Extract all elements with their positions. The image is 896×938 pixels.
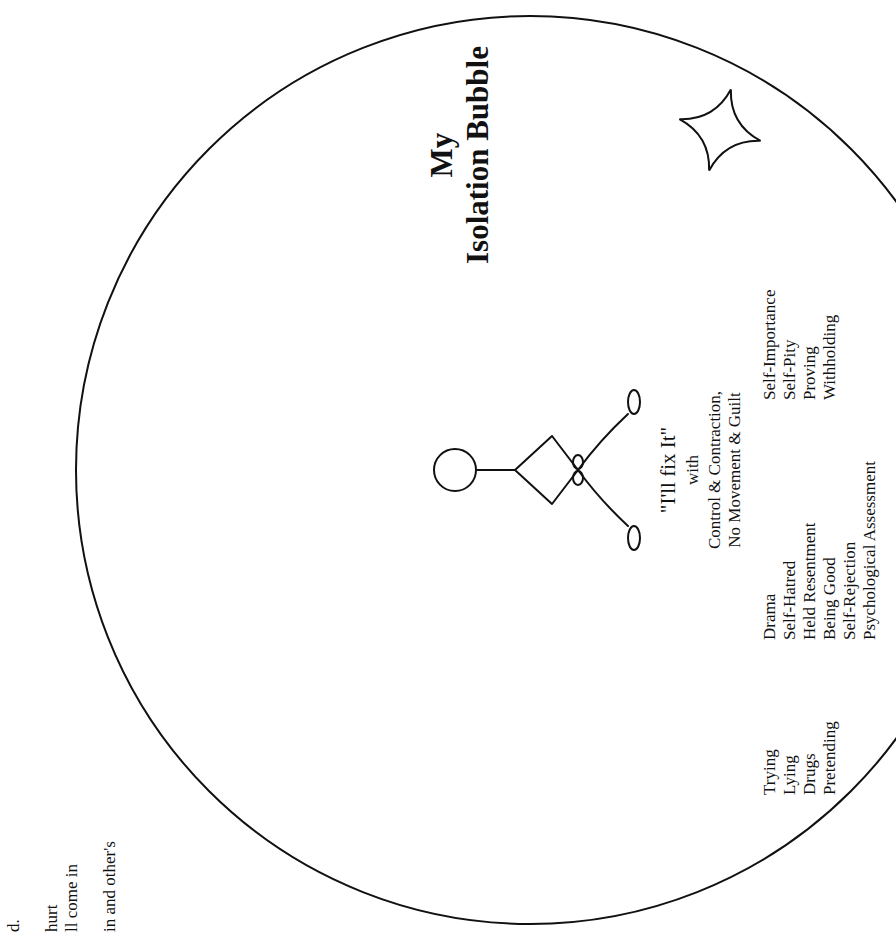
quote-text: "I'll fix It" [656, 427, 681, 513]
star-shape [669, 79, 772, 182]
list-item: Self-Hatred [780, 561, 800, 640]
figure-leg [578, 470, 628, 526]
list-item: Being Good [820, 557, 840, 640]
list-item: Lying [780, 755, 800, 795]
connector-word: with [683, 455, 703, 485]
list-item: Self-Rejection [840, 542, 860, 640]
cut-off-note: hurt [42, 905, 62, 932]
list-item: Self-Pity [780, 340, 800, 400]
diagram-title: My Isolation Bubble [424, 35, 496, 275]
figure-head [434, 449, 476, 491]
cut-off-note: ll come in [62, 864, 82, 932]
cut-off-note: in and other's [100, 841, 120, 932]
list-item: Withholding [820, 315, 840, 400]
cut-off-note: d. [4, 919, 24, 932]
bubble-circle [76, 16, 896, 924]
figure-body [515, 436, 578, 504]
isolation-bubble: "I'll fix It"withControl & Contraction, … [75, 15, 896, 925]
stick-figure [434, 390, 640, 550]
list-item: Drama [760, 594, 780, 640]
figure-foot [628, 526, 640, 550]
list-item: Drugs [800, 753, 820, 795]
figure-foot [628, 390, 640, 414]
subtitle-text: Control & Contraction, No Movement & Gui… [705, 384, 745, 556]
figure-neck [476, 469, 515, 471]
list-item: Pretending [820, 721, 840, 795]
list-item: Self-Importance [760, 290, 780, 400]
figure-leg [578, 414, 628, 470]
list-item: Proving [800, 346, 820, 400]
list-item: Trying [760, 749, 780, 795]
list-item: Psychological Assessment [860, 461, 880, 640]
list-item: Held Resentment [800, 522, 820, 640]
